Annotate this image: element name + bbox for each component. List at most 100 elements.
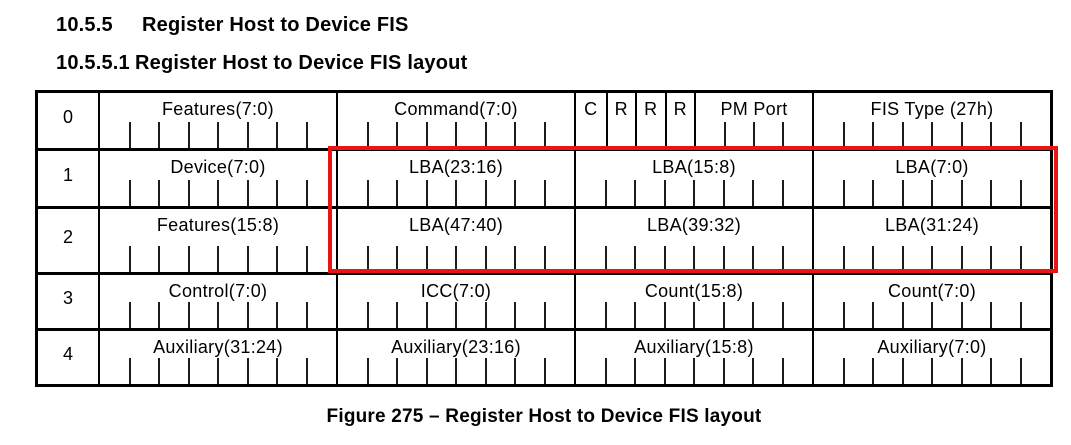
bit-tick [128,122,131,148]
field-count-15-8: Count(15:8) [574,275,812,328]
bit-tick [872,358,874,384]
field-lba-7-0: LBA(7:0) [812,151,1050,206]
bit-tick [305,122,308,148]
bit-tick [931,302,933,328]
bit-tick [276,358,278,384]
field-lba-39-32: LBA(39:32) [574,209,812,272]
bit-tick [901,358,904,384]
bit-tick [722,180,725,206]
bit-tick [634,180,636,206]
bit-tick [366,246,369,272]
bit-tick [1019,302,1022,328]
bit-tick [960,302,963,328]
byte-offset-cell-1: 1 [38,151,98,206]
bit-tick [990,180,992,206]
bit-tick [842,246,845,272]
bit-tick [543,358,546,384]
bit-tick [872,122,874,148]
field-label: LBA(23:16) [408,157,504,177]
bit-tick [484,180,487,206]
bit-tick [276,122,278,148]
field-label: Auxiliary(15:8) [634,337,754,357]
bit-tick [425,122,428,148]
bit-tick [217,358,219,384]
bit-tick [158,302,160,328]
bit-tick [425,358,428,384]
bit-tick [484,302,487,328]
bit-tick [425,302,428,328]
bit-tick [455,246,457,272]
bit-tick [246,358,249,384]
field-label: Features(7:0) [162,99,274,119]
bit-tick [276,302,278,328]
bit-tick [455,302,457,328]
field-count-7-0: Count(7:0) [812,275,1050,328]
figure-caption: Figure 275 – Register Host to Device FIS… [326,406,762,427]
bit-tick [305,246,308,272]
field-label: FIS Type (27h) [870,99,994,119]
bit-tick [217,180,219,206]
bit-tick [514,358,516,384]
bit-tick [752,358,754,384]
bit-tick [872,302,874,328]
bit-tick [543,122,546,148]
bit-tick [693,246,695,272]
bit-tick [901,180,904,206]
bit-tick [722,358,725,384]
bit-tick [990,302,992,328]
bit-tick [276,246,278,272]
bit-tick [543,302,546,328]
bit-tick [366,122,369,148]
bit-tick [781,180,784,206]
bit-tick [187,358,190,384]
bit-tick [305,180,308,206]
bit-tick [128,180,131,206]
field-label: Count(15:8) [644,281,744,301]
bit-tick [187,180,190,206]
field-label: Auxiliary(23:16) [391,337,521,357]
bit-tick [514,302,516,328]
field-icc-7-0: ICC(7:0) [336,275,574,328]
field-label: Device(7:0) [170,157,266,177]
section-number: 10.5.5 [56,14,113,36]
byte-offset-cell-2: 2 [38,209,98,272]
bit-tick [663,246,666,272]
bit-tick [514,180,516,206]
bit-tick [246,180,249,206]
field-lba-23-16: LBA(23:16) [336,151,574,206]
field-label: LBA(15:8) [652,157,736,177]
field-label: Count(7:0) [887,281,977,301]
bit-tick [455,122,457,148]
byte-offset-cell-3: 3 [38,275,98,328]
field-auxiliary-7-0: Auxiliary(7:0) [812,331,1050,384]
bit-tick [396,122,398,148]
bit-tick [484,246,487,272]
bit-tick [217,122,219,148]
bit-tick [693,180,695,206]
bit-tick [543,246,546,272]
field-label: PM Port [720,99,788,119]
bit-tick [158,180,160,206]
bit-tick [842,180,845,206]
subfield-c-0: C [576,93,606,148]
bit-tick [901,246,904,272]
bit-tick [366,180,369,206]
bit-tick [634,358,636,384]
bit-tick [663,302,666,328]
bit-tick [663,358,666,384]
bit-tick [276,180,278,206]
bit-tick [396,180,398,206]
bit-tick [604,358,607,384]
bit-tick [543,180,546,206]
bit-tick [158,358,160,384]
bit-tick [752,246,754,272]
bit-tick [187,246,190,272]
bit-tick [246,302,249,328]
bit-tick [634,246,636,272]
subfield-r-1: R [605,93,636,148]
